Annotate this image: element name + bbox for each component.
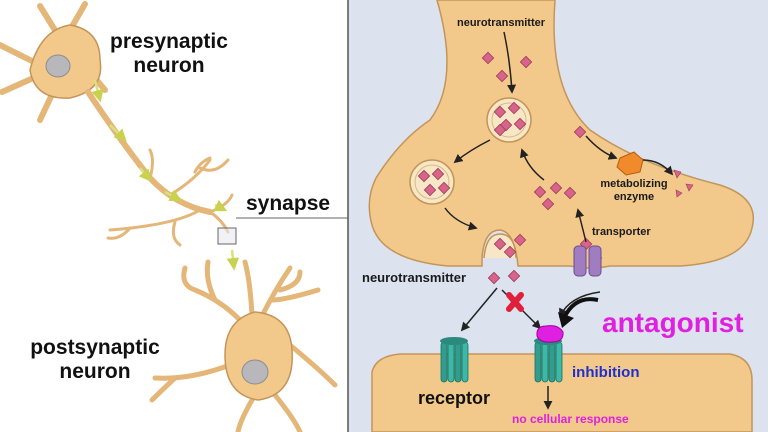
signal-direction-arrows [91,79,272,338]
neurotransmitter-cleft-label: neurotransmitter [362,270,467,285]
synapse-zoom-box [217,227,237,245]
block-cross-icon [506,292,524,312]
receptor-icon [534,337,563,383]
antagonist-icon [536,325,564,343]
no-cellular-response-label: no cellular response [512,412,629,426]
vesicle-icon [486,97,532,143]
neurotransmitter-vesicle-label: neurotransmitter [457,17,546,29]
transporter-icon [573,245,602,277]
receptor-label: receptor [418,388,491,408]
inhibition-label: inhibition [572,364,640,381]
transporter-label: transporter [592,226,651,238]
enzyme-icon [616,151,644,176]
receptor-icon [440,337,469,383]
synapse-label: synapse [246,192,331,215]
vesicle-icon [409,159,455,205]
metabolized-fragments [673,169,694,198]
metabolizing-enzyme-label: metabolizing enzyme [600,178,668,203]
antagonist-label: antagonist [602,307,744,338]
presynaptic-neuron-label: presynaptic neuron [110,30,228,77]
postsynaptic-neuron [149,259,338,432]
postsynaptic-neuron-label: postsynaptic neuron [30,336,160,383]
